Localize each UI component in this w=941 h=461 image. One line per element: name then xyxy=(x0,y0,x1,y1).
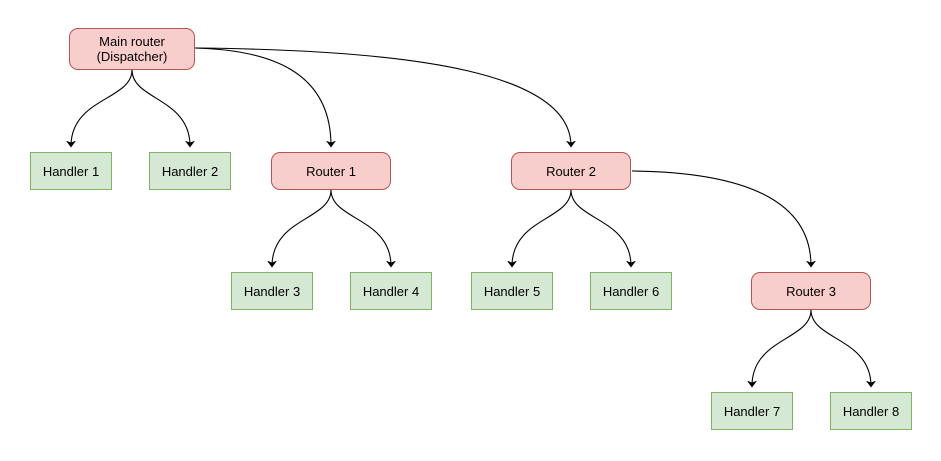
edge-main-to-router-1 xyxy=(194,47,331,146)
edge-router-2-to-handler-5 xyxy=(512,189,572,266)
node-label-handler-4: Handler 4 xyxy=(362,283,420,299)
node-router-2[interactable]: Router 2 xyxy=(511,152,631,190)
edge-main-to-handler-2 xyxy=(131,69,190,146)
node-handler-8[interactable]: Handler 8 xyxy=(830,392,912,430)
node-label-handler-5: Handler 5 xyxy=(483,283,541,299)
node-router-3[interactable]: Router 3 xyxy=(751,272,871,310)
node-label-handler-3: Handler 3 xyxy=(243,283,301,299)
edge-router-3-to-handler-8 xyxy=(810,309,871,386)
node-label-router-3: Router 3 xyxy=(786,283,836,299)
node-router-1[interactable]: Router 1 xyxy=(271,152,391,190)
node-label-handler-8: Handler 8 xyxy=(842,403,900,419)
edge-main-to-router-2 xyxy=(194,47,571,146)
edge-main-to-handler-1 xyxy=(71,69,133,146)
node-main-router[interactable]: Main router (Dispatcher) xyxy=(69,28,195,70)
edge-router-2-to-handler-6 xyxy=(570,189,631,266)
node-handler-5[interactable]: Handler 5 xyxy=(471,272,553,310)
edge-router-3-to-handler-7 xyxy=(752,309,812,386)
node-label-router-1: Router 1 xyxy=(306,163,356,179)
node-handler-3[interactable]: Handler 3 xyxy=(231,272,313,310)
node-label-main-router: Main router (Dispatcher) xyxy=(96,34,168,64)
node-label-handler-1: Handler 1 xyxy=(42,163,100,179)
node-label-handler-6: Handler 6 xyxy=(602,283,660,299)
node-handler-4[interactable]: Handler 4 xyxy=(350,272,432,310)
node-handler-1[interactable]: Handler 1 xyxy=(30,152,112,190)
node-handler-7[interactable]: Handler 7 xyxy=(711,392,793,430)
edge-router-1-to-handler-4 xyxy=(330,189,391,266)
edge-router-2-to-router-3 xyxy=(631,170,811,266)
node-handler-6[interactable]: Handler 6 xyxy=(590,272,672,310)
edge-router-1-to-handler-3 xyxy=(272,189,332,266)
node-label-router-2: Router 2 xyxy=(546,163,596,179)
node-label-handler-2: Handler 2 xyxy=(161,163,219,179)
node-handler-2[interactable]: Handler 2 xyxy=(149,152,231,190)
node-label-handler-7: Handler 7 xyxy=(723,403,781,419)
